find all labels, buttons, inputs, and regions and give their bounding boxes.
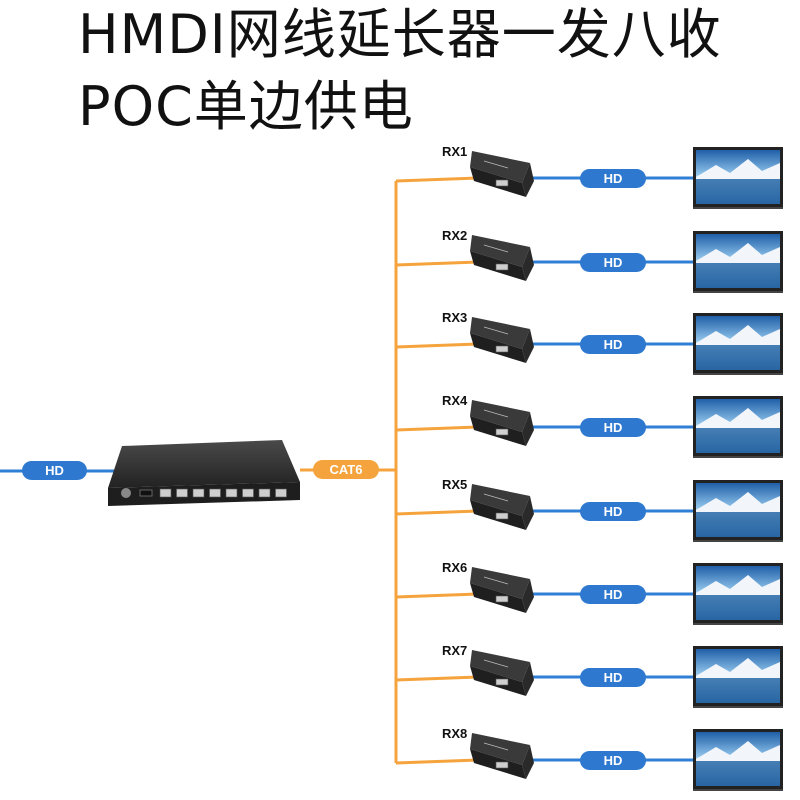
hdmi-receiver-icon xyxy=(470,400,534,446)
cat6-branch-cable xyxy=(395,758,479,765)
rj45-port xyxy=(209,488,221,498)
rj45-port xyxy=(192,488,205,498)
hdmi-receiver-icon xyxy=(470,235,534,281)
receiver-label: RX2 xyxy=(442,228,467,243)
tv-display-icon xyxy=(693,729,783,791)
output-hd-label: HD xyxy=(604,420,623,435)
output-hd-pill: HD xyxy=(580,502,646,521)
output-hd-label: HD xyxy=(604,587,623,602)
receiver-label: RX6 xyxy=(442,560,467,575)
hdmi-receiver-icon xyxy=(470,484,534,530)
output-hd-label: HD xyxy=(604,337,623,352)
output-hd-pill: HD xyxy=(580,253,646,272)
hdmi-receiver-icon xyxy=(470,151,534,197)
receiver-label: RX1 xyxy=(442,144,467,159)
output-hd-pill: HD xyxy=(580,668,646,687)
output-hd-label: HD xyxy=(604,504,623,519)
input-hd-label: HD xyxy=(45,463,64,478)
receiver-label: RX4 xyxy=(442,393,468,408)
tv-display-icon xyxy=(693,480,783,542)
hdmi-receiver-icon xyxy=(470,317,534,363)
hdmi-receiver-icon xyxy=(470,650,534,696)
output-hd-label: HD xyxy=(604,255,623,270)
receiver-label: RX5 xyxy=(442,477,467,492)
rj45-port xyxy=(242,488,254,498)
output-hd-label: HD xyxy=(604,753,623,768)
cat6-branch-cable xyxy=(395,509,479,516)
cat6-branch-cable xyxy=(395,342,479,349)
output-hd-pill: HD xyxy=(580,751,646,770)
rj45-port xyxy=(258,488,271,498)
cat6-label: CAT6 xyxy=(330,462,363,477)
rj45-port xyxy=(176,488,188,498)
receiver-label: RX8 xyxy=(442,726,467,741)
rj45-port xyxy=(225,488,238,498)
tv-display-icon xyxy=(693,313,783,375)
tv-display-icon xyxy=(693,147,783,209)
output-hd-pill: HD xyxy=(580,169,646,188)
receiver-label: RX7 xyxy=(442,643,467,658)
title-line-1: HMDI网线延长器一发八收 xyxy=(78,3,722,66)
output-hd-label: HD xyxy=(604,670,623,685)
cat6-branch-cable xyxy=(395,176,479,183)
output-hd-pill: HD xyxy=(580,418,646,437)
tv-display-icon xyxy=(693,231,783,293)
receiver-label: RX3 xyxy=(442,310,467,325)
hdmi-transmitter-icon xyxy=(108,440,300,506)
input-hd-pill: HD xyxy=(22,461,87,480)
output-hd-label: HD xyxy=(604,171,623,186)
hdmi-receiver-icon xyxy=(470,567,534,613)
cat6-branch-cable xyxy=(395,592,479,599)
cat6-pill: CAT6 xyxy=(313,460,379,479)
rj45-port xyxy=(159,488,172,498)
cat6-branch-cable xyxy=(395,260,479,267)
output-hd-pill: HD xyxy=(580,335,646,354)
cat6-branch-cable xyxy=(395,675,479,682)
cat6-branch-cable xyxy=(395,425,479,432)
title-line-2: POC单边供电 xyxy=(78,75,414,138)
output-hd-pill: HD xyxy=(580,585,646,604)
tv-display-icon xyxy=(693,563,783,625)
tv-display-icon xyxy=(693,396,783,458)
rj45-port xyxy=(275,488,287,498)
tv-display-icon xyxy=(693,646,783,708)
hdmi-receiver-icon xyxy=(470,733,534,779)
